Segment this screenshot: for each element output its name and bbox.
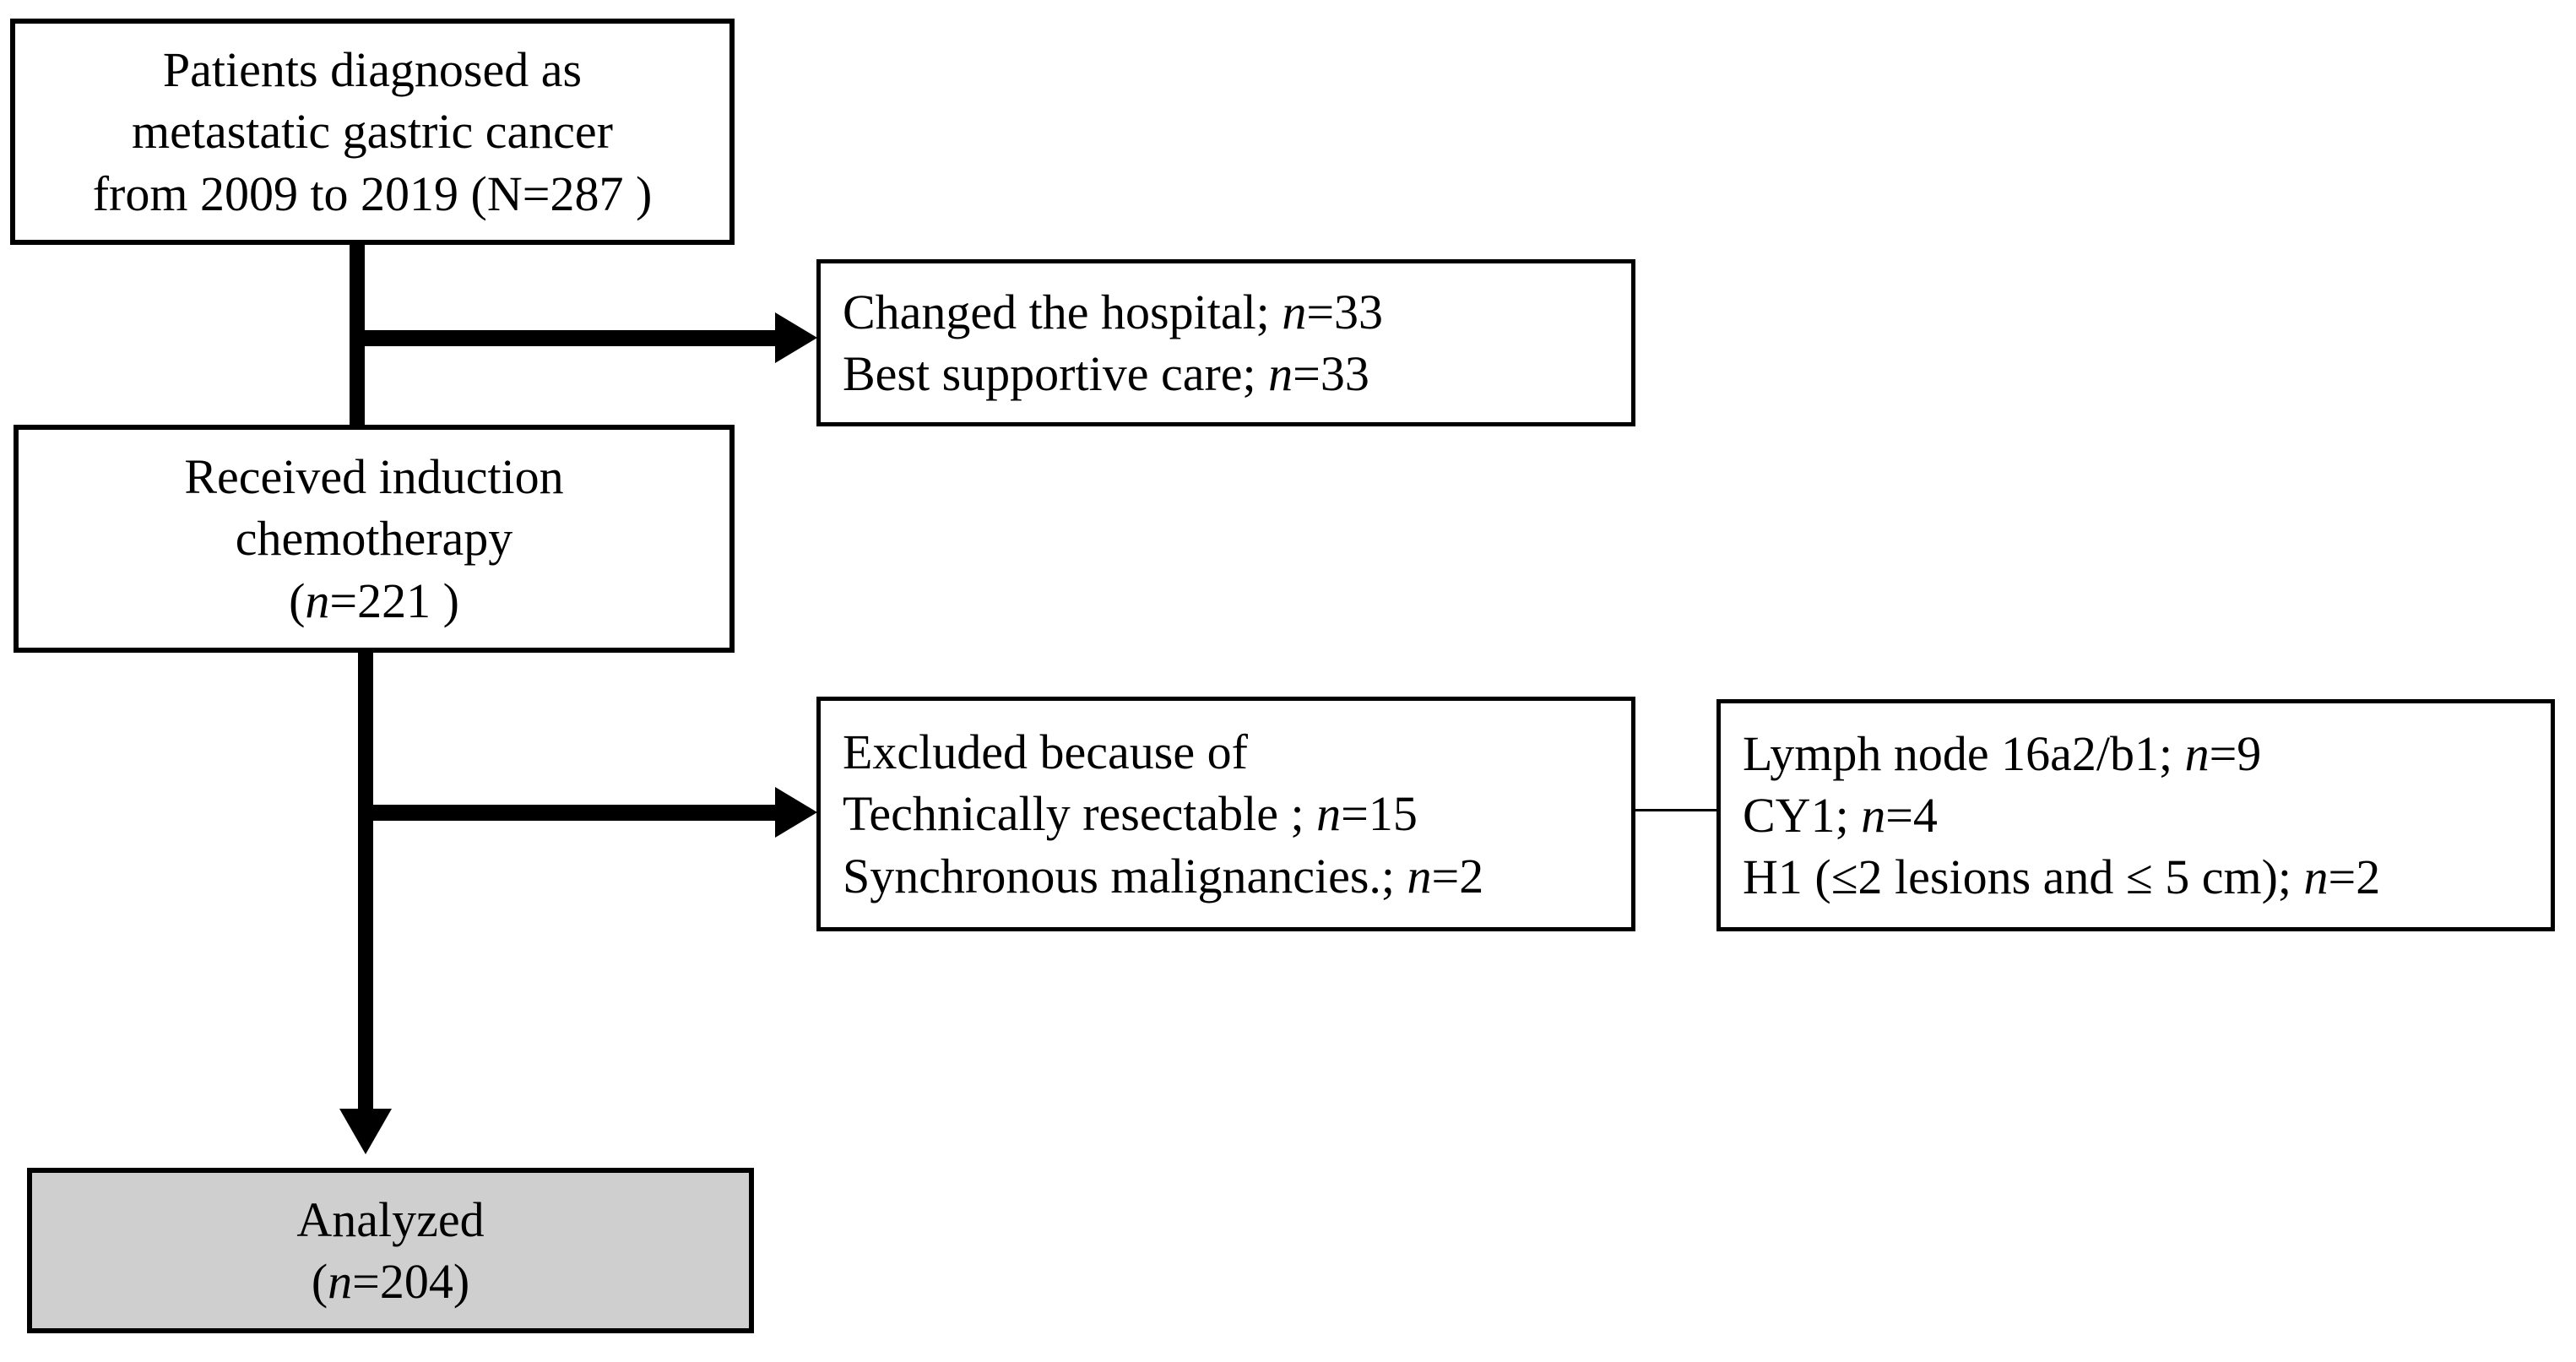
box-induction-chemotherapy-line-1: Received induction: [184, 449, 564, 505]
box-source-population-line-1: Patients diagnosed as: [162, 42, 583, 98]
branch-arrowhead-excluded-post: [775, 787, 817, 838]
box-resectable-detail: Lymph node 16a2/b1; n=9 CY1; n=4 H1 (≤2 …: [1716, 699, 2555, 931]
box-source-population: Patients diagnosed as metastatic gastric…: [10, 19, 735, 245]
box-excluded-post-induction-line-2: Technically resectable ; n=15: [843, 786, 1418, 842]
box-excluded-post-induction-line-3: Synchronous malignancies.; n=2: [843, 848, 1484, 903]
box-excluded-pre-induction-line-1: Changed the hospital; n=33: [843, 284, 1384, 339]
box-analyzed: Analyzed (n=204): [27, 1168, 754, 1333]
terminal-arrowhead-analyzed: [339, 1109, 392, 1154]
branch-bar-excluded-pre: [350, 330, 777, 346]
box-source-population-line-2: metastatic gastric cancer: [131, 104, 613, 160]
box-analyzed-line-2: (n=204): [311, 1254, 470, 1309]
box-resectable-detail-line-3: H1 (≤2 lesions and ≤ 5 cm); n=2: [1743, 849, 2381, 905]
box-excluded-post-induction: Excluded because of Technically resectab…: [816, 697, 1635, 931]
box-induction-chemotherapy-line-3: (n=221 ): [289, 572, 459, 628]
box-induction-chemotherapy: Received induction chemotherapy (n=221 ): [14, 425, 735, 653]
box-induction-chemotherapy-line-2: chemotherapy: [235, 511, 513, 567]
box-analyzed-line-1: Analyzed: [296, 1191, 485, 1247]
box-resectable-detail-line-1: Lymph node 16a2/b1; n=9: [1743, 725, 2262, 781]
branch-bar-excluded-post: [358, 805, 777, 821]
leader-line-resectable-detail: [1572, 809, 1717, 811]
box-excluded-post-induction-line-1: Excluded because of: [843, 724, 1248, 780]
branch-arrowhead-excluded-pre: [775, 312, 817, 363]
box-source-population-line-3: from 2009 to 2019 (N=287 ): [92, 166, 653, 221]
trunk-induction-to-analyzed: [358, 649, 373, 1112]
box-excluded-pre-induction: Changed the hospital; n=33 Best supporti…: [816, 259, 1635, 426]
box-excluded-pre-induction-line-2: Best supportive care; n=33: [843, 346, 1369, 401]
box-resectable-detail-line-2: CY1; n=4: [1743, 787, 1938, 843]
